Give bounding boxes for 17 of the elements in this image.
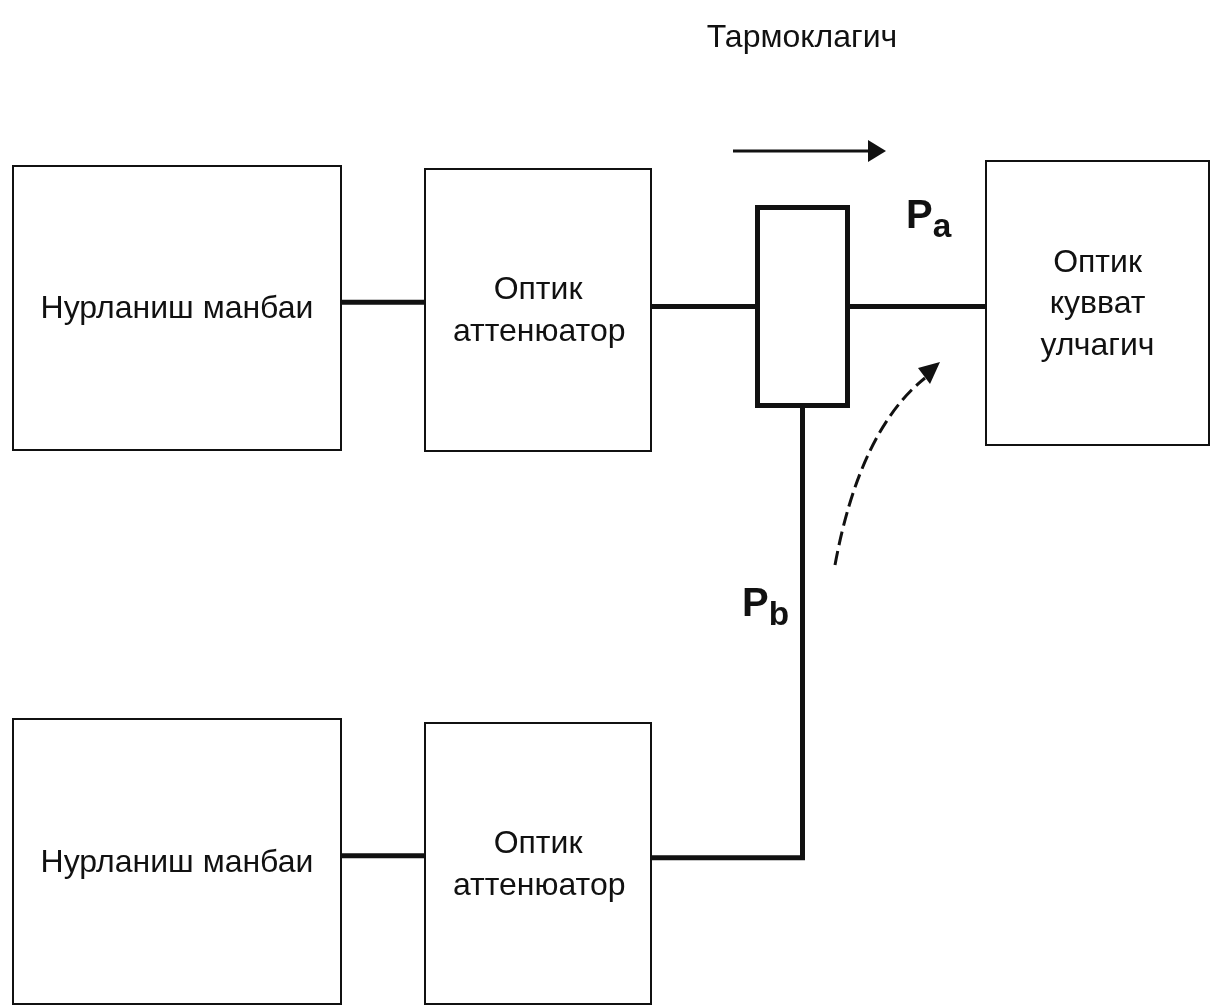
block-box: [12, 718, 342, 1005]
connector-line: [652, 304, 755, 309]
block-box: [985, 160, 1210, 446]
component-label: Тармоклагич: [705, 18, 899, 55]
block-label: Оптик аттенюатор: [453, 822, 623, 904]
block-label: Нурланиш манбаи: [40, 288, 314, 328]
block-label: Оптик аттенюатор: [453, 269, 623, 350]
coupler-box: [755, 205, 850, 408]
connector-line: [342, 299, 424, 305]
block-label: Оптик кувват улчагич: [1039, 241, 1156, 364]
block-box: [12, 165, 342, 451]
block-box: [424, 168, 652, 452]
connector-line: [652, 408, 805, 861]
connector-line: [850, 304, 985, 309]
connector-line: [342, 853, 424, 859]
block-label: Нурланиш манбаи: [40, 841, 314, 881]
block-box: [424, 722, 652, 1005]
